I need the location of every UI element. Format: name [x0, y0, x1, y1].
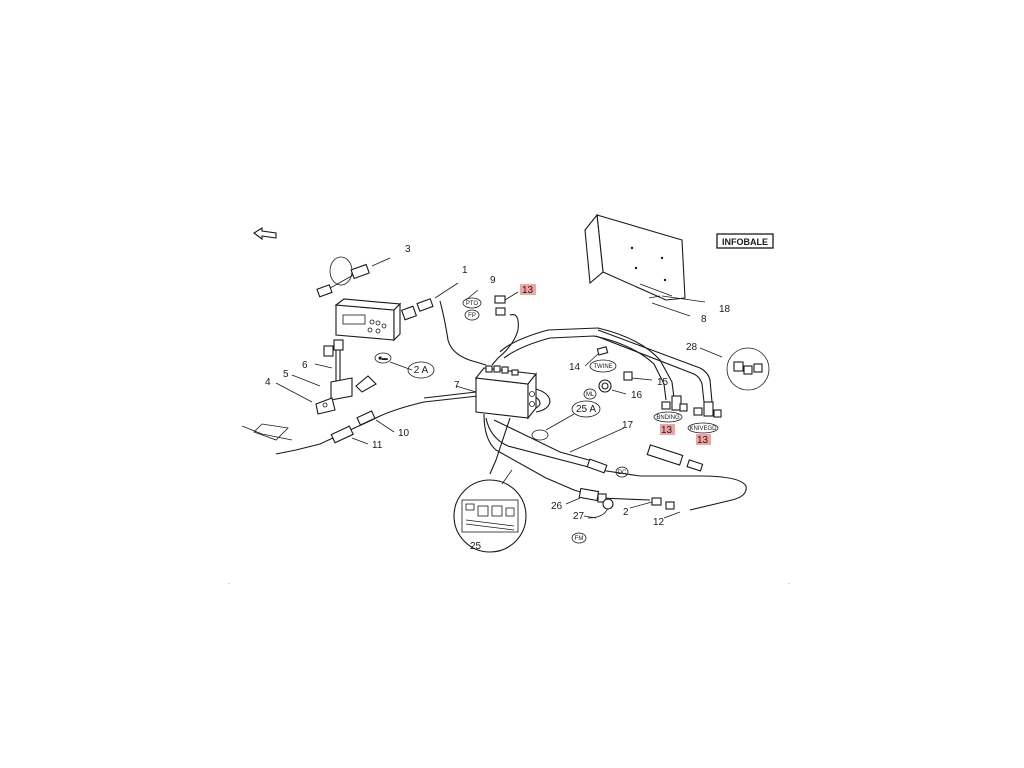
tag-ml: ML — [583, 388, 597, 400]
display-unit — [334, 282, 459, 342]
callout-25a: 25 A — [576, 404, 596, 415]
item-2a-ref: ■▬ — [374, 352, 435, 379]
highlight-13-top — [520, 284, 536, 295]
actuator-17 — [569, 427, 704, 474]
callout-13-top: 13 — [522, 285, 534, 296]
callout-7: 7 — [454, 380, 460, 391]
callout-28: 28 — [686, 342, 698, 353]
tag-fp: FP — [464, 309, 480, 321]
svg-text:BNDING: BNDING — [656, 415, 680, 421]
tag-twine: TWINE — [589, 359, 617, 373]
svg-text:■▬: ■▬ — [378, 356, 388, 362]
connector-26 — [565, 487, 607, 505]
callout-15: 15 — [657, 377, 669, 388]
svg-text:KNIVEGD: KNIVEGD — [689, 426, 717, 432]
highlight-13-bnding — [660, 424, 675, 435]
svg-text:·: · — [788, 581, 790, 587]
tag-fm: FM — [571, 532, 587, 544]
callout-11: 11 — [372, 440, 383, 451]
callout-5: 5 — [283, 369, 289, 380]
tag-bnding: BNDING — [653, 411, 683, 423]
diagram-title: INFOBALE — [722, 237, 768, 247]
title-box: INFOBALE — [716, 233, 774, 249]
sensor-15 — [623, 371, 653, 381]
callout-13-knivegd: 13 — [697, 435, 709, 446]
sensor-16 — [598, 379, 627, 395]
callout-18: 18 — [719, 304, 731, 315]
tag-knivegd: KNIVEGD — [687, 422, 719, 434]
knivegd-sensor — [693, 401, 722, 418]
callout-14: 14 — [569, 362, 581, 373]
callout-6: 6 — [302, 360, 308, 371]
highlight-13-knivegd — [696, 434, 711, 445]
svg-text:·: · — [228, 581, 230, 587]
callout-3: 3 — [405, 244, 411, 255]
tag-pto: PTO — [462, 297, 482, 309]
svg-text:PTO: PTO — [466, 301, 479, 307]
item-25a-ref — [531, 400, 601, 441]
sensor-coil-3 — [316, 256, 391, 298]
direction-arrow-icon — [253, 227, 277, 241]
detail-25 — [453, 469, 527, 553]
callout-16: 16 — [631, 390, 643, 401]
panel-bracket — [584, 213, 706, 317]
callout-25: 25 — [470, 541, 482, 552]
connector-2-12 — [629, 497, 681, 519]
svg-text:ML: ML — [586, 392, 595, 398]
connector-27 — [583, 498, 614, 519]
wiring-harness — [241, 300, 747, 511]
callout-9: 9 — [490, 275, 496, 286]
callout-17: 17 — [622, 420, 634, 431]
callout-10: 10 — [398, 428, 410, 439]
sensor-14 — [584, 346, 609, 367]
callout-2: 2 — [623, 507, 629, 518]
callout-27: 27 — [573, 511, 585, 522]
connector-28 — [699, 347, 770, 391]
callout-12: 12 — [653, 517, 665, 528]
connector-10-11 — [330, 410, 395, 445]
tag-dc: DC — [615, 466, 629, 478]
callout-1: 1 — [462, 265, 468, 276]
mounting-brackets — [275, 339, 377, 415]
bnding-sensor — [661, 395, 688, 412]
callout-8: 8 — [701, 314, 707, 325]
svg-text:TWINE: TWINE — [593, 364, 612, 370]
svg-text:DC: DC — [618, 470, 627, 476]
callout-26: 26 — [551, 501, 563, 512]
callout-13-bnding: 13 — [661, 425, 673, 436]
svg-text:FM: FM — [575, 536, 584, 542]
svg-text:FP: FP — [468, 313, 476, 319]
control-box — [455, 365, 538, 420]
callout-4: 4 — [265, 377, 271, 388]
callout-2a: 2 A — [414, 365, 429, 376]
